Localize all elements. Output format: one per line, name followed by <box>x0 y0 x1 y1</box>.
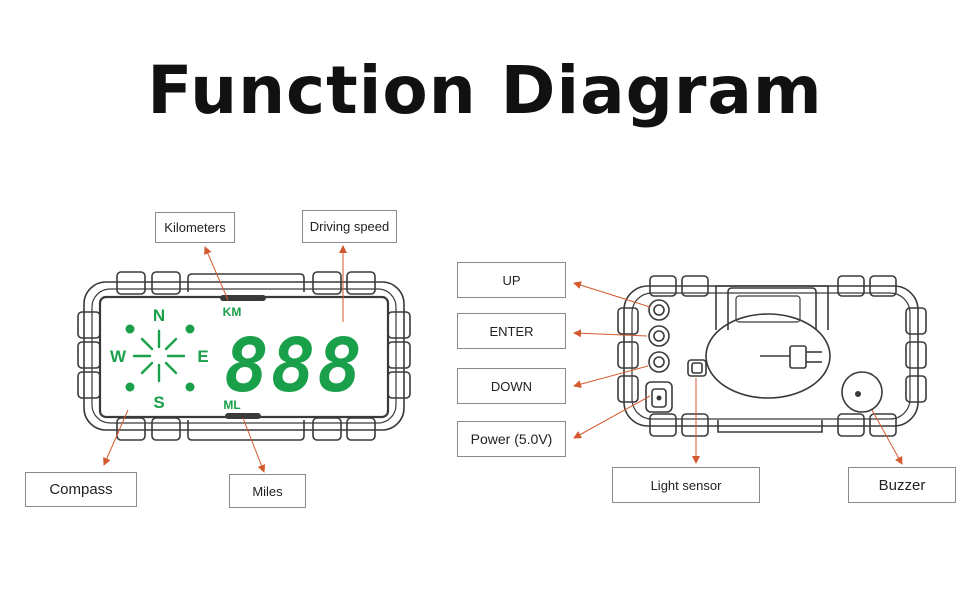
compass-letter-s: S <box>153 393 164 412</box>
compass-letter-n: N <box>153 306 165 325</box>
label-miles: Miles <box>229 474 306 508</box>
front-device <box>77 271 411 441</box>
label-enter: ENTER <box>457 313 566 349</box>
compass-dots <box>125 324 195 392</box>
front-sensor-notch <box>220 295 266 301</box>
label-buzzer: Buzzer <box>848 467 956 503</box>
label-light-sensor: Light sensor <box>612 467 760 503</box>
label-compass: Compass <box>25 472 137 507</box>
compass-letter-w: W <box>110 347 127 366</box>
label-driving-speed: Driving speed <box>302 210 397 243</box>
compass-rose-icon <box>132 329 186 383</box>
label-kilometers: Kilometers <box>155 212 235 243</box>
page-title: Function Diagram <box>147 52 823 129</box>
front-bottom-notch <box>225 413 261 419</box>
compass-letter-e: E <box>197 347 208 366</box>
front-arrows <box>103 245 347 473</box>
back-arrows <box>573 281 903 465</box>
label-power: Power (5.0V) <box>457 421 566 457</box>
label-up: UP <box>457 262 566 298</box>
back-device <box>617 275 927 437</box>
unit-ml: ML <box>223 398 240 412</box>
unit-km: KM <box>223 305 242 319</box>
label-down: DOWN <box>457 368 566 404</box>
buzzer-hole <box>855 391 861 397</box>
speed-digits: 888 <box>224 323 364 409</box>
power-port-pin <box>656 395 662 401</box>
